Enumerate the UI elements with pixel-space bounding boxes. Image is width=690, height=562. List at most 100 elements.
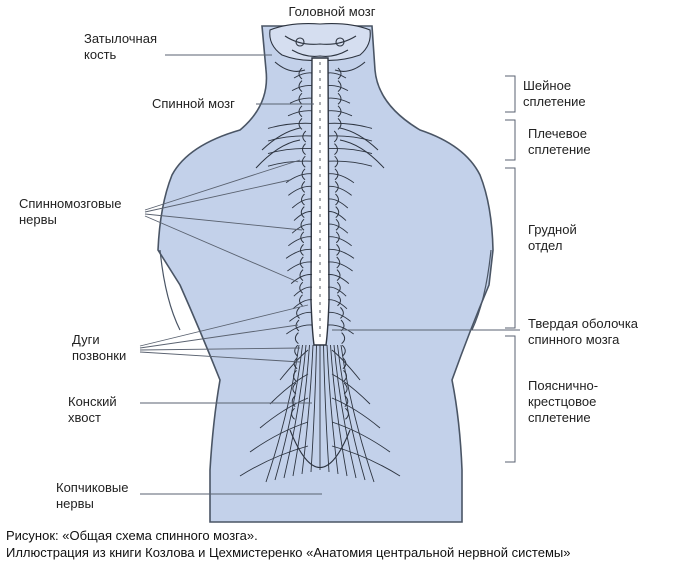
figure-caption-line-2: Иллюстрация из книги Козлова и Цехмистер… <box>6 545 571 560</box>
spinal-nerve <box>267 148 313 155</box>
vertebral-arch <box>300 206 340 218</box>
spinal-nerve <box>327 185 352 196</box>
lumbosacral-branch <box>331 349 361 381</box>
spinal-nerve <box>291 223 313 234</box>
spinal-nerve <box>285 248 313 259</box>
spinal-nerve <box>327 198 349 209</box>
cauda-equina-strand <box>337 344 366 481</box>
spinal-nerve <box>291 85 313 91</box>
lumbosacral-branch <box>249 421 309 453</box>
label-cauda-equina: Конский хвост <box>68 394 117 425</box>
spinal-nerve <box>291 198 313 209</box>
sacrum-outline <box>289 429 351 469</box>
spinal-nerve <box>292 299 313 310</box>
spinal-nerves-group <box>255 72 385 335</box>
vertebral-arch <box>302 130 338 143</box>
lumbosacral-branch <box>259 397 309 429</box>
spinal-nerve <box>285 173 313 184</box>
brachial-plexus-branch <box>261 127 301 151</box>
label-thoracic-section: Грудной отдел <box>528 222 577 253</box>
spinal-nerve <box>267 135 313 142</box>
spinal-nerve <box>286 324 313 335</box>
lumbosacral-branch <box>331 445 401 477</box>
spinal-nerve <box>327 261 353 272</box>
spinal-nerve <box>327 135 373 142</box>
spinal-nerve <box>327 286 347 297</box>
cauda-equina-strand <box>301 344 314 475</box>
cauda-equina-group <box>239 344 401 483</box>
spinal-nerve <box>287 110 313 117</box>
lumbosacral-branch <box>269 373 309 405</box>
spinal-nerve <box>327 211 347 221</box>
spinal-nerve <box>288 185 313 196</box>
spinal-nerve <box>327 160 373 167</box>
vertebral-arch <box>298 80 342 92</box>
spinal-nerve <box>327 97 351 104</box>
brachial-plexus-branch <box>339 127 379 151</box>
vertebral-arch <box>298 118 342 130</box>
spinal-nerve <box>293 286 313 297</box>
skull-base <box>269 23 371 72</box>
vertebral-arch <box>298 67 342 80</box>
spinal-nerve <box>293 211 313 221</box>
lumbosacral-branch <box>331 373 371 405</box>
cauda-equina-strand <box>310 344 317 473</box>
vertebral-arch <box>294 344 346 357</box>
spinal-cord-outline <box>310 57 330 346</box>
vertebral-arch <box>300 244 340 256</box>
label-brain: Головной мозг <box>288 4 376 19</box>
label-vertebral-arches: Дуги позвонки <box>72 332 127 363</box>
spinal-nerve <box>287 261 313 272</box>
cauda-equina-strand <box>274 344 303 481</box>
label-brachial-plexus: Плечевое сплетение <box>528 126 591 157</box>
vertebral-arch <box>301 155 339 168</box>
leader-lines <box>139 54 520 495</box>
spinal-nerve <box>327 248 355 259</box>
figure-caption-line-1: Рисунок: «Общая схема спинного мозга». <box>6 528 258 543</box>
spinal-nerve <box>327 173 355 184</box>
spinal-nerve <box>289 311 313 322</box>
left-arm-line <box>159 249 181 331</box>
cauda-equina-strand <box>333 344 357 479</box>
vertebral-arch <box>300 218 340 231</box>
spinal-nerve <box>289 97 313 104</box>
spinal-nerve <box>327 110 353 117</box>
vertebral-arch <box>301 181 339 193</box>
spinal-nerve <box>327 122 373 129</box>
spinal-nerve <box>327 148 373 155</box>
spinal-nerve <box>288 236 313 247</box>
spinal-nerve <box>327 85 349 91</box>
cauda-equina-strand <box>340 344 375 483</box>
spinal-nerve <box>327 311 351 322</box>
vertebral-arch <box>302 143 338 155</box>
vertebral-arch <box>299 269 341 281</box>
spinal-nerve <box>267 160 313 167</box>
spinal-nerve <box>293 72 313 79</box>
label-spinal-cord: Спинной мозг <box>152 96 235 111</box>
cauda-equina-strand <box>265 344 300 483</box>
spinal-nerve <box>327 324 354 335</box>
cauda-equina-strand <box>326 344 339 475</box>
brachial-plexus-branch <box>255 139 301 169</box>
spinal-nerve <box>267 122 313 129</box>
cauda-equina-strand <box>330 344 348 477</box>
cauda-equina-strand <box>323 344 330 473</box>
label-coccygeal-nerves: Копчиковые нервы <box>56 480 129 511</box>
spinal-nerve <box>327 274 350 284</box>
lumbosacral-branch <box>239 445 309 477</box>
spinal-nerve <box>327 223 349 234</box>
region-brackets <box>505 75 516 463</box>
lumbosacral-branch <box>331 397 381 429</box>
label-spinal-nerves: Спинномозговые нервы <box>19 196 122 227</box>
spinal-nerve <box>327 236 352 247</box>
vertebrae-group <box>291 67 349 420</box>
label-lumbosacral-plexus: Пояснично- крестцовое сплетение <box>528 378 599 425</box>
spinal-nerve <box>327 299 348 310</box>
vertebral-arch <box>299 281 341 294</box>
label-occipital-bone: Затылочная кость <box>84 31 157 62</box>
spinal-nerve <box>327 72 347 79</box>
vertebral-arch <box>296 307 344 319</box>
lumbosacral-branch <box>279 349 309 381</box>
label-dura-mater: Твердая оболочка спинного мозга <box>528 316 639 347</box>
